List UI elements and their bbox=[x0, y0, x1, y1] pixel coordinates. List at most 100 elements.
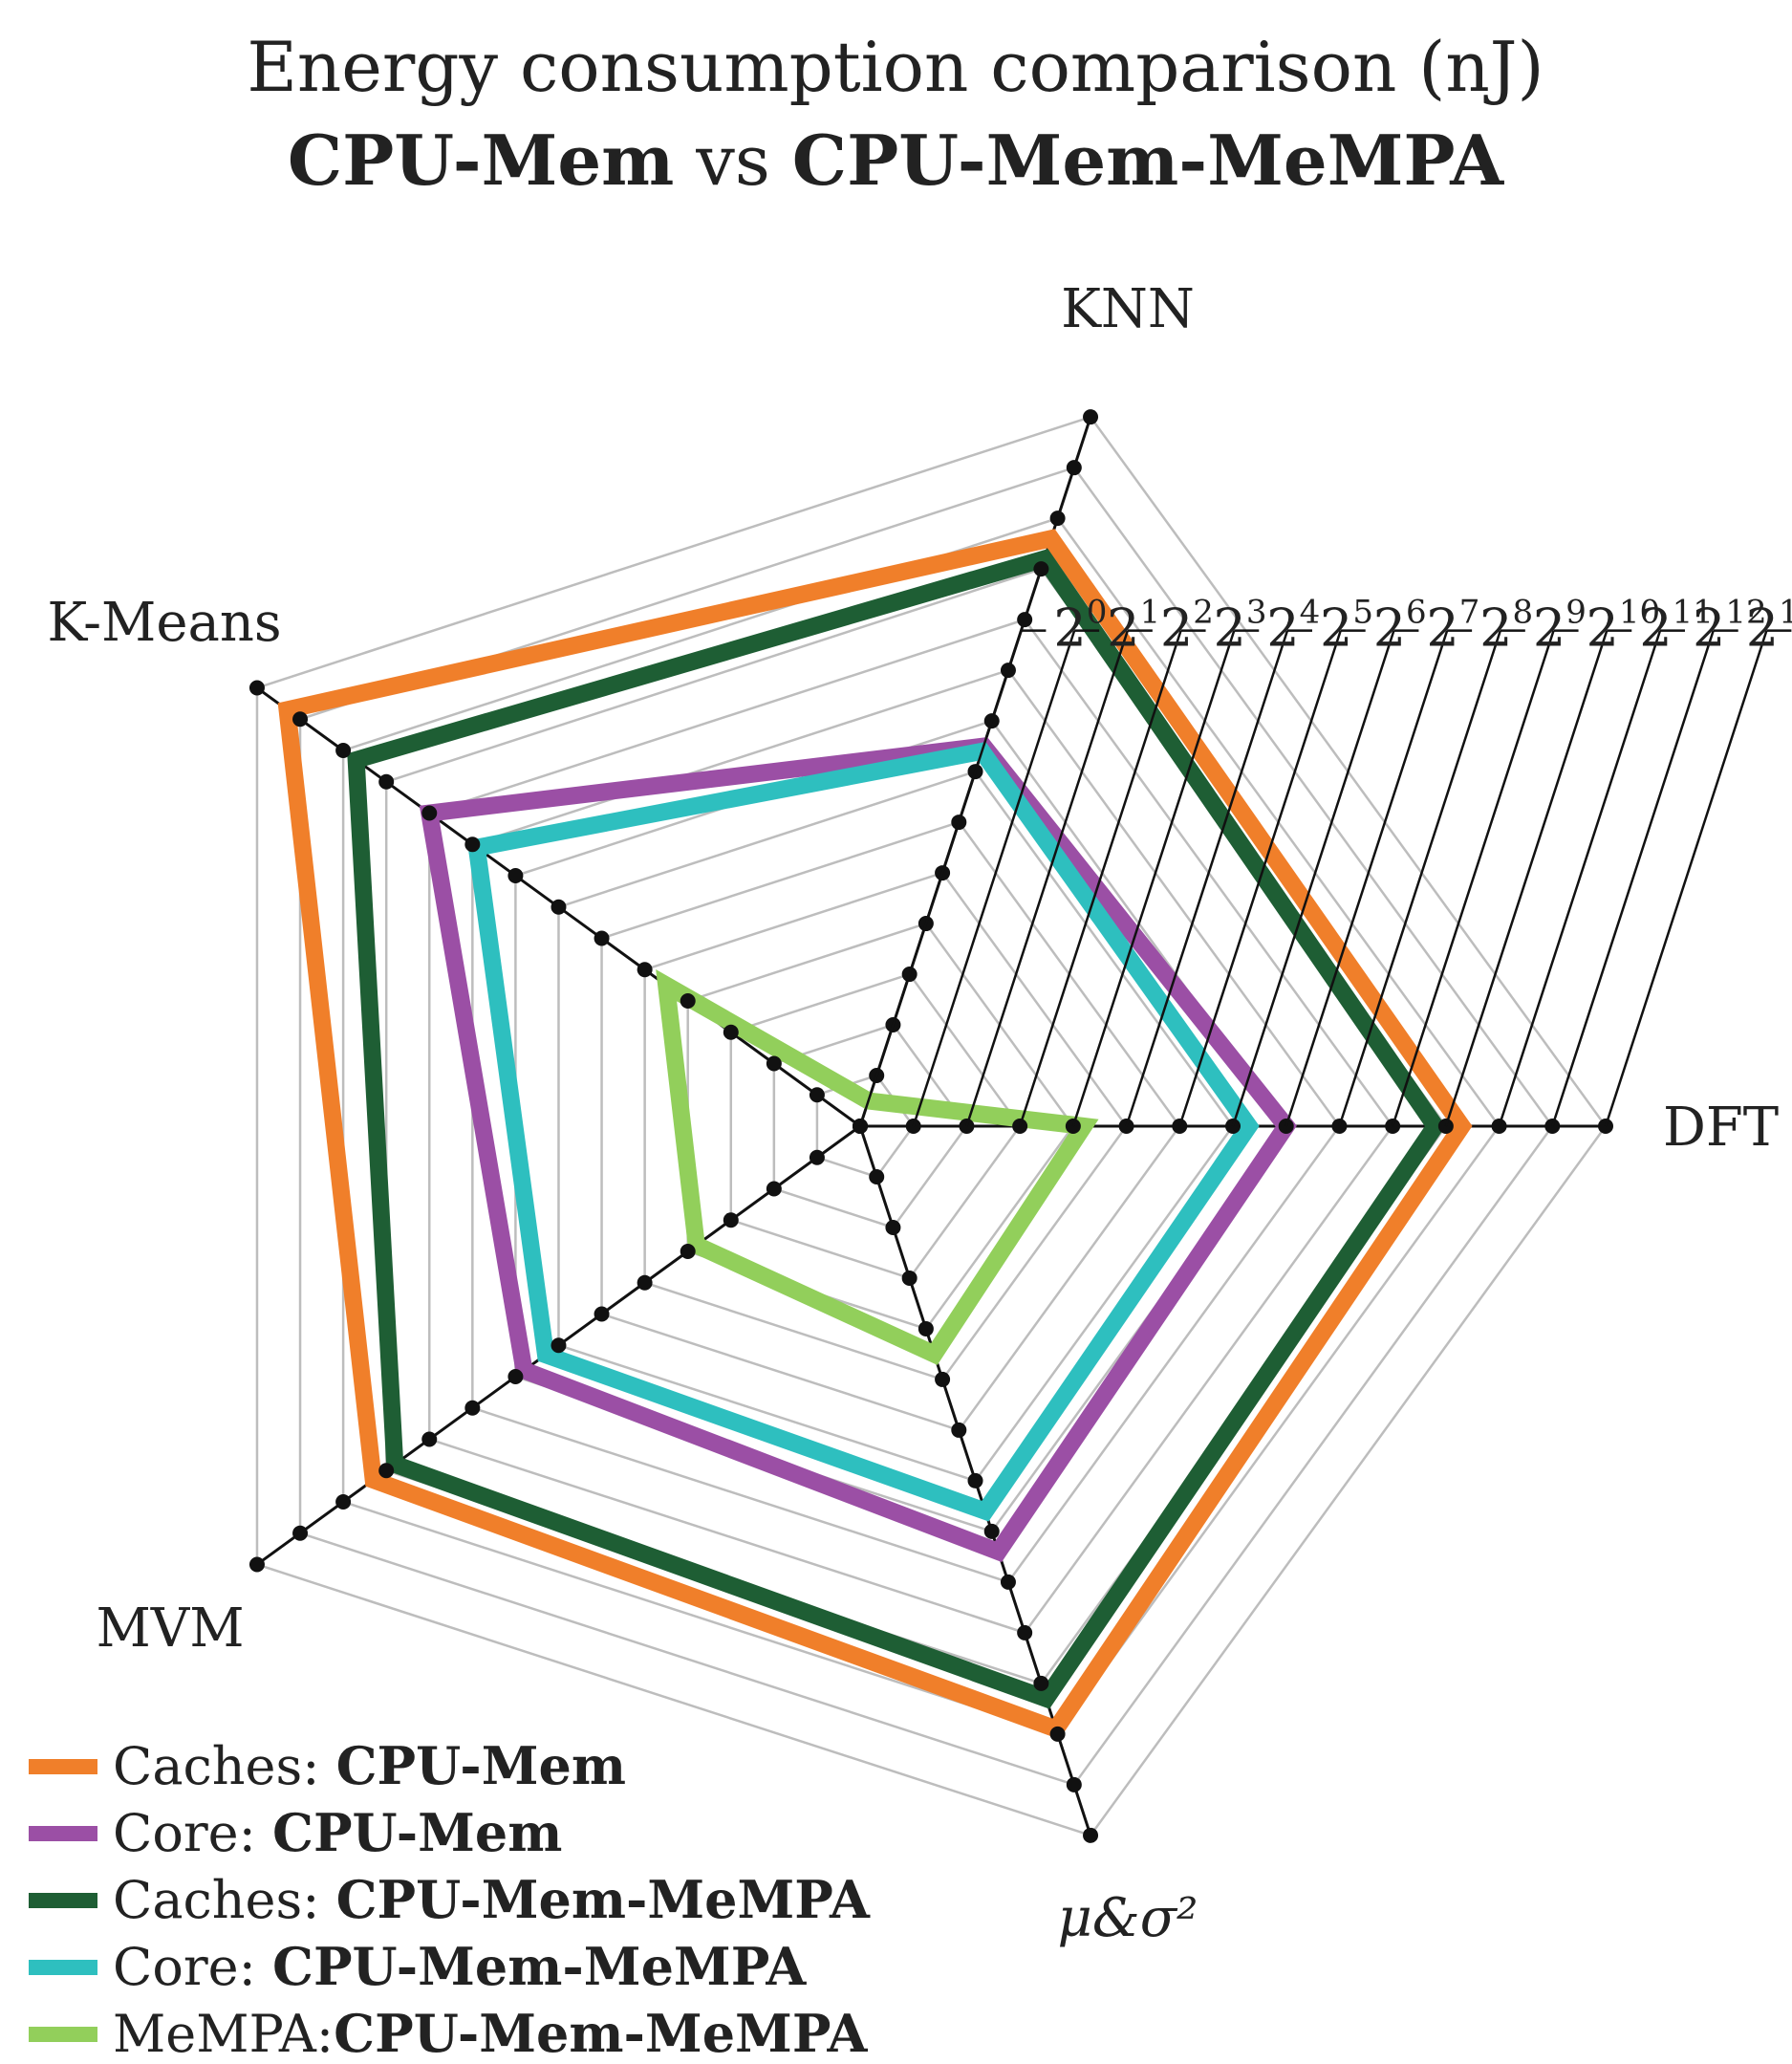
tick-dot bbox=[292, 1525, 309, 1541]
tick-dot bbox=[1083, 1827, 1099, 1843]
tick-dot bbox=[680, 1243, 696, 1259]
tick-dot bbox=[594, 1306, 610, 1322]
tick-leader-line bbox=[1604, 630, 1768, 1127]
tick-dot bbox=[464, 1400, 481, 1416]
tick-leader-line bbox=[1391, 630, 1555, 1127]
grid-ring bbox=[341, 516, 1501, 1736]
tick-dot bbox=[292, 711, 309, 728]
tick-dot bbox=[551, 1337, 567, 1354]
tick-dot bbox=[248, 1556, 265, 1573]
series-line bbox=[466, 741, 1260, 1522]
tick-dot bbox=[378, 773, 395, 790]
tick-leader-line bbox=[858, 630, 1023, 1127]
tick-dot bbox=[1066, 460, 1082, 476]
tick-label: 20 bbox=[1053, 594, 1107, 659]
tick-dot bbox=[1049, 511, 1066, 527]
grid-ring bbox=[729, 972, 1022, 1280]
tick-label: 25 bbox=[1320, 594, 1373, 659]
tick-leader-line bbox=[1178, 630, 1342, 1127]
grid-ring bbox=[428, 618, 1394, 1635]
tick-dot bbox=[421, 805, 438, 821]
tick-dot bbox=[594, 930, 610, 946]
axis-label: DFT bbox=[1663, 1097, 1779, 1159]
tick-dot bbox=[1049, 1726, 1066, 1742]
tick-dot bbox=[248, 680, 265, 696]
tick-dot bbox=[421, 1431, 438, 1447]
tick-leader-line bbox=[1018, 630, 1182, 1127]
series-line bbox=[656, 968, 1099, 1365]
tick-dot bbox=[1033, 561, 1049, 577]
grid-ring bbox=[471, 668, 1341, 1584]
title-vs: vs bbox=[674, 120, 791, 201]
tick-label: 26 bbox=[1373, 594, 1427, 659]
tick-dot bbox=[551, 899, 567, 915]
tick-label: 28 bbox=[1479, 594, 1533, 659]
legend-entry: Core: CPU-Mem bbox=[113, 1802, 562, 1863]
axis-label: μ&σ² bbox=[1058, 1887, 1198, 1949]
grid-ring bbox=[557, 770, 1235, 1483]
title-cpu-mem-mempa: CPU-Mem-MeMPA bbox=[792, 119, 1505, 201]
grid-ring bbox=[772, 1023, 968, 1229]
tick-label: 29 bbox=[1533, 594, 1587, 659]
tick-leader-line bbox=[1231, 630, 1395, 1127]
tick-dot bbox=[885, 1219, 901, 1235]
tick-leader-line bbox=[1338, 630, 1502, 1127]
tick-dot bbox=[637, 962, 653, 978]
tick-leader-line bbox=[1551, 630, 1715, 1127]
tick-label: 22 bbox=[1160, 594, 1214, 659]
tick-dot bbox=[809, 1149, 825, 1165]
chart-title-line2: CPU-Mem vs CPU-Mem-MeMPA bbox=[288, 119, 1504, 201]
tick-label: 27 bbox=[1426, 594, 1479, 659]
tick-dot bbox=[809, 1087, 825, 1103]
tick-leader-line bbox=[1498, 630, 1662, 1127]
tick-dot bbox=[1033, 1675, 1049, 1691]
grid-ring bbox=[815, 1074, 916, 1179]
tick-dot bbox=[723, 1024, 739, 1040]
grid-ring bbox=[298, 466, 1554, 1787]
chart-title-line1: Energy consumption comparison (nJ) bbox=[247, 27, 1544, 107]
grid-ring bbox=[255, 415, 1608, 1837]
tick-leader-line bbox=[912, 630, 1076, 1127]
tick-leader-line bbox=[1444, 630, 1608, 1127]
axis-label: MVM bbox=[96, 1597, 244, 1660]
tick-leader-line bbox=[965, 630, 1130, 1127]
tick-dot bbox=[935, 1371, 951, 1387]
tick-label: 21 bbox=[1107, 594, 1160, 659]
tick-dot bbox=[335, 743, 352, 759]
tick-dot bbox=[869, 1168, 885, 1184]
tick-dot bbox=[507, 868, 524, 884]
tick-dot bbox=[967, 1472, 983, 1488]
tick-label: 212 bbox=[1693, 594, 1767, 659]
tick-dot bbox=[1000, 1574, 1016, 1590]
tick-dot bbox=[766, 1055, 782, 1072]
tick-label: 213 bbox=[1746, 594, 1792, 659]
tick-dot bbox=[766, 1181, 782, 1197]
tick-dot bbox=[464, 836, 481, 853]
series-line bbox=[277, 529, 1473, 1740]
axis-label: K-Means bbox=[47, 592, 281, 654]
tick-dot bbox=[951, 1422, 967, 1438]
tick-label: 211 bbox=[1639, 594, 1714, 659]
radar-series bbox=[277, 529, 1473, 1740]
tick-label: 24 bbox=[1266, 594, 1320, 659]
series-line bbox=[347, 549, 1446, 1709]
tick-dot bbox=[1017, 612, 1033, 628]
tick-dot bbox=[1017, 1624, 1033, 1640]
grid-ring bbox=[643, 871, 1129, 1381]
tick-dot bbox=[983, 1523, 1000, 1539]
title-cpu-mem: CPU-Mem bbox=[288, 119, 675, 201]
legend-entry: MeMPA:CPU-Mem-MeMPA bbox=[113, 2003, 869, 2064]
series-line bbox=[419, 737, 1297, 1563]
tick-leader-line bbox=[1071, 630, 1236, 1127]
legend-entry: Core: CPU-Mem-MeMPA bbox=[113, 1936, 807, 1997]
tick-dot bbox=[723, 1212, 739, 1228]
tick-labels: 21421321221121029282726252423222120 bbox=[858, 594, 1792, 1127]
tick-label: 210 bbox=[1587, 594, 1661, 659]
tick-dot bbox=[507, 1368, 524, 1384]
tick-label: 23 bbox=[1214, 594, 1267, 659]
tick-dot bbox=[1083, 409, 1099, 425]
tick-leader-line bbox=[1125, 630, 1289, 1127]
